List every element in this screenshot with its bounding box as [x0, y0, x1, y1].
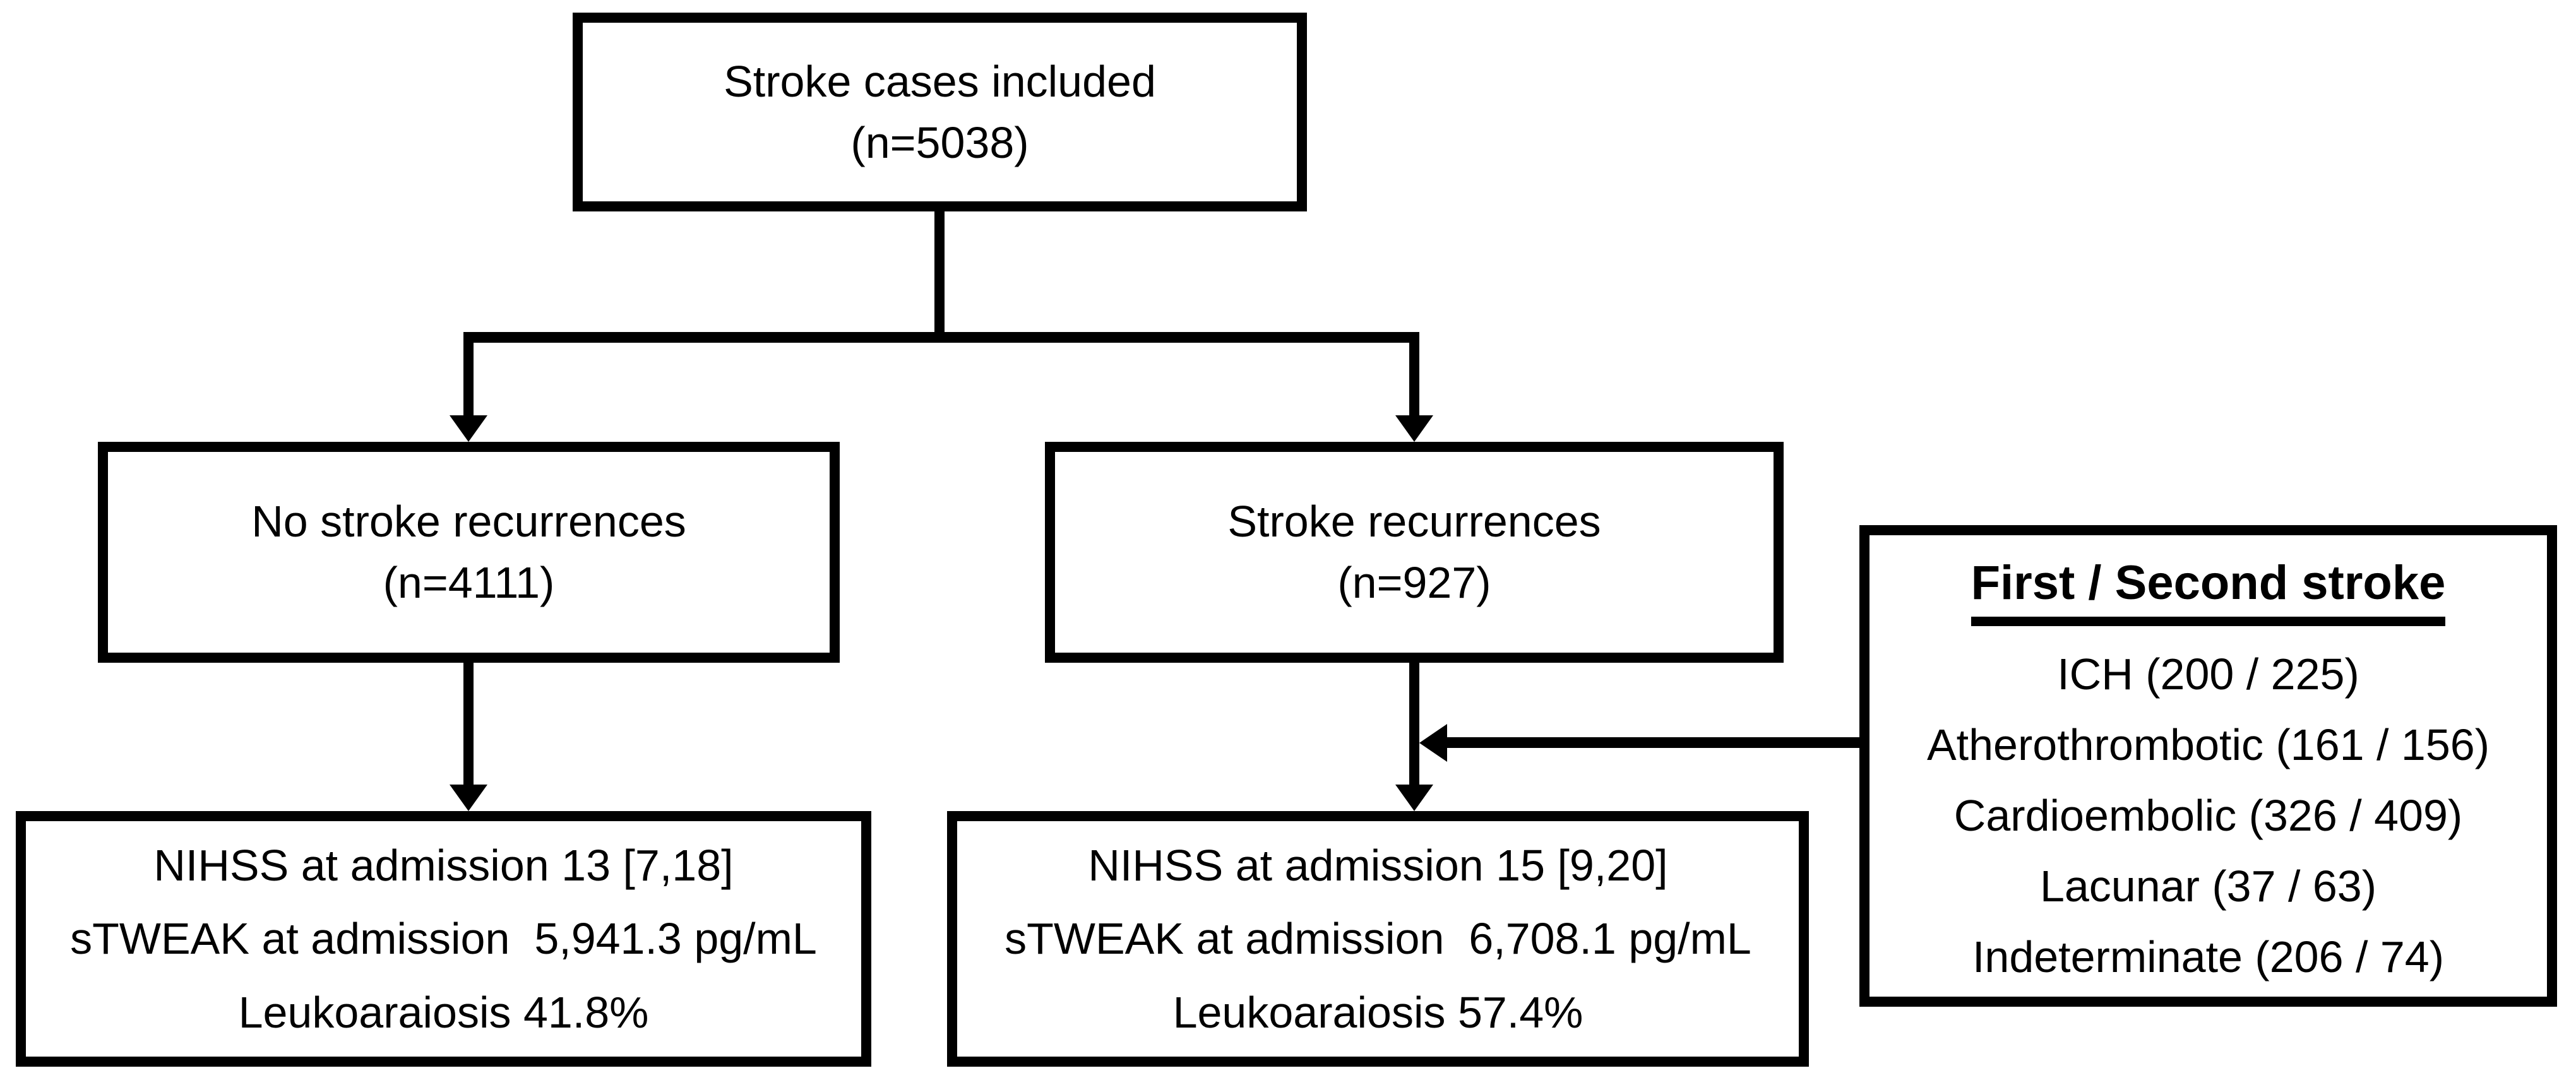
connector-right-branch: [1409, 332, 1419, 417]
box-first-second-stroke: First / Second stroke ICH (200 / 225) At…: [1859, 525, 2557, 1007]
recurrence-leukoaraiosis: Leukoaraiosis 57.4%: [1172, 987, 1583, 1037]
connector-top-vertical: [934, 211, 945, 337]
stroke-type-ich: ICH (200 / 225): [2057, 649, 2359, 699]
recurrence-count: (n=927): [1337, 558, 1491, 607]
box-no-stroke-recurrences: No stroke recurrences (n=4111): [98, 442, 840, 663]
connector-split-horizontal: [463, 332, 1419, 343]
recurrence-label: Stroke recurrences: [1227, 497, 1601, 547]
no-recurrence-label: No stroke recurrences: [251, 497, 686, 547]
arrowhead-to-no-recurrence-icon: [450, 415, 487, 442]
no-recurrence-nihss: NIHSS at admission 13 [7,18]: [153, 841, 734, 891]
box-no-recurrence-stats: NIHSS at admission 13 [7,18] sTWEAK at a…: [16, 811, 871, 1067]
no-recurrence-count: (n=4111): [383, 558, 555, 607]
connector-types-horizontal: [1446, 737, 1866, 748]
no-recurrence-stweak: sTWEAK at admission 5,941.3 pg/mL: [70, 914, 817, 964]
arrowhead-to-recurrence-stats-icon: [1395, 785, 1433, 811]
box-stroke-cases-included: Stroke cases included (n=5038): [573, 13, 1307, 211]
connector-left-branch: [463, 332, 474, 417]
stroke-types-title: First / Second stroke: [1971, 555, 2446, 627]
box-stroke-recurrences: Stroke recurrences (n=927): [1045, 442, 1784, 663]
connector-no-recurrence-to-stats: [463, 663, 474, 786]
recurrence-nihss: NIHSS at admission 15 [9,20]: [1088, 841, 1668, 891]
arrowhead-from-types-icon: [1419, 724, 1447, 762]
stroke-type-indeterminate: Indeterminate (206 / 74): [1972, 932, 2445, 982]
stroke-type-atherothrombotic: Atherothrombotic (161 / 156): [1926, 720, 2490, 770]
stroke-type-lacunar: Lacunar (37 / 63): [2039, 862, 2377, 911]
arrowhead-to-recurrence-icon: [1395, 415, 1433, 442]
arrowhead-to-no-recurrence-stats-icon: [450, 785, 487, 811]
included-label: Stroke cases included: [724, 56, 1156, 106]
recurrence-stweak: sTWEAK at admission 6,708.1 pg/mL: [1005, 914, 1751, 964]
no-recurrence-leukoaraiosis: Leukoaraiosis 41.8%: [238, 987, 649, 1037]
included-count: (n=5038): [850, 117, 1029, 167]
box-recurrence-stats: NIHSS at admission 15 [9,20] sTWEAK at a…: [947, 811, 1809, 1067]
stroke-type-cardioembolic: Cardioembolic (326 / 409): [1953, 791, 2463, 841]
connector-recurrence-to-stats: [1409, 663, 1419, 786]
